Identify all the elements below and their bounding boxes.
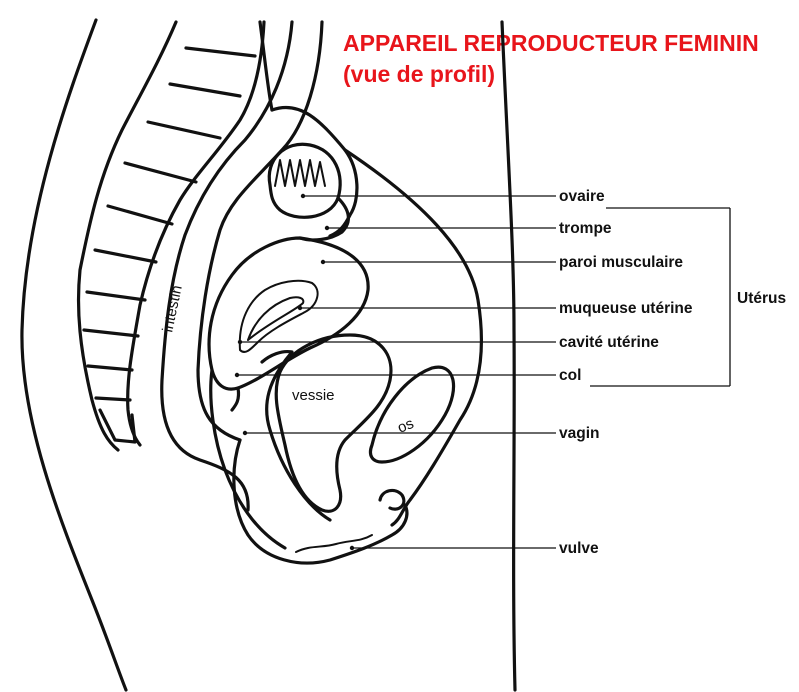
label-cavite-uterine: cavité utérine (559, 334, 659, 351)
uterine-cavity (248, 297, 303, 340)
label-trompe: trompe (559, 220, 612, 237)
uterine-mucosa (240, 281, 318, 352)
back-outline (22, 20, 126, 690)
label-vagin: vagin (559, 425, 599, 442)
label-paroi-musculaire: paroi musculaire (559, 254, 683, 271)
bladder: vessie (276, 335, 391, 511)
fallopian-tube (300, 198, 348, 240)
vessie-label: vessie (292, 387, 335, 404)
vagina-front (262, 352, 330, 520)
cervix (232, 388, 239, 410)
pubic-bone: os (370, 367, 453, 462)
label-ovaire: ovaire (559, 188, 605, 205)
vulva (234, 440, 407, 563)
label-uterus: Utérus (737, 290, 786, 307)
vagina-back (211, 370, 285, 548)
label-col: col (559, 367, 581, 384)
ovary (269, 144, 340, 217)
title-line-1: APPAREIL REPRODUCTEUR FEMININ (343, 30, 759, 56)
spine (79, 22, 265, 450)
label-vulve: vulve (559, 540, 599, 557)
label-muqueuse-uterine: muqueuse utérine (559, 300, 693, 317)
leader-lines (235, 194, 556, 550)
intestin-label: intestin (159, 284, 186, 334)
title-line-2: (vue de profil) (343, 61, 495, 87)
front-outline (502, 22, 515, 690)
